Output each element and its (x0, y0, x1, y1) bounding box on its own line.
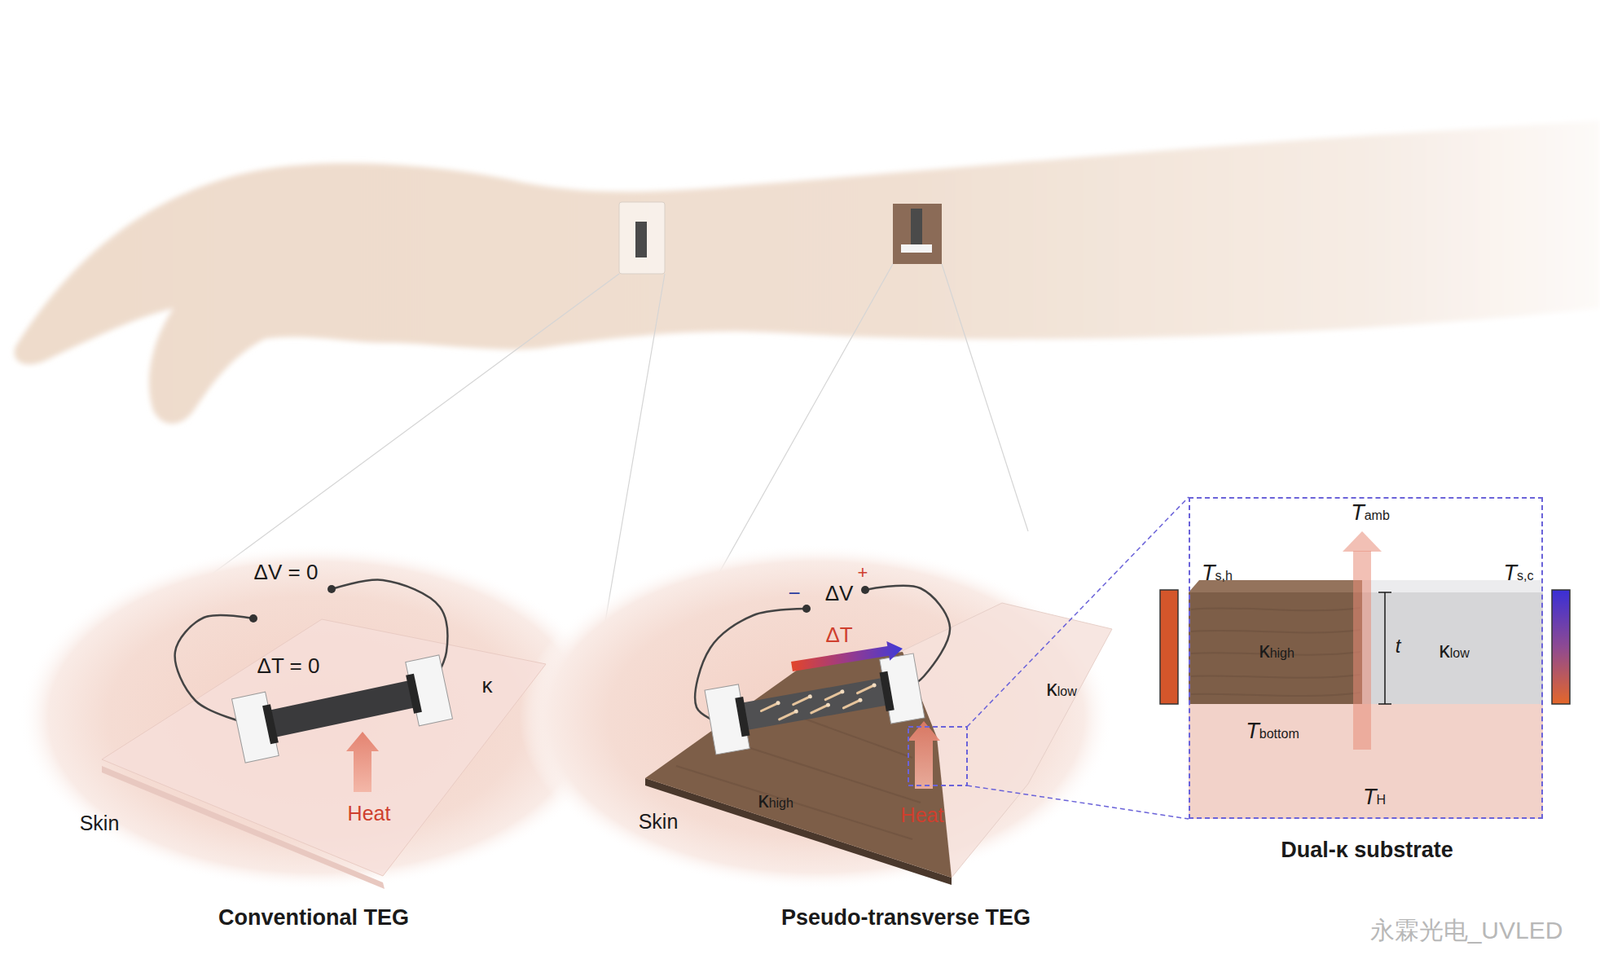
electrode-pad (704, 684, 750, 755)
carrier-mark (807, 694, 813, 699)
thermoelectric-film (735, 676, 893, 731)
temperature-difference-label: ΔT = 0 (257, 654, 321, 679)
polarity-sign: − (787, 581, 800, 607)
heat-label: Heat (347, 801, 392, 826)
carrier-mark (826, 702, 831, 708)
polarity-sign: + (857, 562, 869, 583)
uniform-k-substrate (101, 619, 546, 876)
cold-side-bar (1551, 589, 1570, 704)
high-k-block: κhigh (1190, 593, 1364, 706)
teg-device (704, 653, 925, 755)
heat-label: Heat (901, 803, 945, 827)
patch-device (910, 208, 923, 245)
patch-device (635, 221, 647, 258)
heat-arrow (907, 720, 941, 789)
wood-grain (1191, 674, 1361, 678)
high-k-block-fill (1188, 592, 1363, 704)
carrier-mark (871, 682, 877, 688)
zoom-line (967, 785, 1189, 819)
wood-grain (1191, 692, 1361, 696)
conventional-patch (619, 202, 665, 274)
forearm-silhouette (14, 120, 1600, 424)
terminal-dot (861, 585, 870, 594)
carrier-mark (839, 689, 845, 695)
conductivity-label: κhigh (1258, 637, 1295, 664)
carrier-mark (778, 711, 798, 720)
thickness-bracket (1384, 592, 1386, 704)
carrier-mark (824, 691, 844, 700)
thickness-label: t (1395, 634, 1402, 658)
carrier-mark (760, 703, 779, 712)
conductivity-label: κhigh (757, 787, 794, 814)
panel-caption: Pseudo-transverse TEG (781, 905, 1031, 931)
heat-arrow (346, 731, 379, 792)
electrode-pad (232, 691, 280, 763)
temperature-label: Tamb (1350, 500, 1390, 526)
hot-side-bar (1160, 589, 1179, 704)
thermoelectric-film (263, 679, 422, 739)
skin-region-box: TbottomTH (1190, 705, 1545, 821)
wood-grain (1191, 629, 1361, 633)
zoom-line (967, 496, 1189, 727)
carrier-mark (856, 685, 875, 694)
contact-bar (262, 703, 279, 744)
carrier-mark (842, 699, 862, 708)
carrier-mark (810, 704, 830, 713)
carrier-mark (792, 696, 812, 705)
skin-label: Skin (79, 811, 120, 836)
conductivity-label: κlow (1046, 676, 1077, 702)
carrier-mark (857, 697, 863, 703)
terminal-dot (327, 584, 336, 594)
carrier-mark (793, 708, 799, 714)
inset-frame: Dual-κ substrateκhighκlowTbottomTH (1188, 496, 1543, 819)
conductivity-label: κ (482, 673, 493, 699)
carrier-mark (775, 700, 781, 706)
skin-region (518, 544, 1114, 890)
temperature-label: Tbottom (1245, 718, 1299, 744)
zoom-box (908, 726, 968, 786)
contact-bar (734, 696, 750, 737)
high-k-substrate (645, 651, 952, 878)
skin-label: Skin (638, 809, 679, 834)
electrode-pad (405, 654, 453, 726)
temperature-label: Ts,c (1503, 560, 1535, 586)
contact-bar (405, 673, 422, 714)
wood-grain (1191, 607, 1361, 611)
terminal-dot (249, 614, 258, 623)
contact-bar (879, 671, 895, 712)
heat-flow-arrow (1342, 531, 1382, 552)
wood-grain (676, 765, 913, 840)
heat-flow-arrow (1353, 550, 1372, 750)
temperature-label: Ts,h (1201, 560, 1233, 586)
voltage-label: ΔV (825, 581, 854, 607)
thickness-bracket (1378, 703, 1392, 705)
panel-caption: Conventional TEG (218, 905, 409, 931)
electrode-pad (879, 653, 925, 724)
teg-device (232, 654, 453, 763)
low-k-block: κlow (1363, 593, 1545, 706)
voltage-label: ΔV = 0 (254, 560, 319, 585)
temperature-difference-label: ΔT (825, 623, 853, 648)
watermark: 永霖光电_UVLED (1370, 916, 1564, 946)
terminal-dot (802, 604, 811, 613)
pseudo-transverse-patch (892, 203, 942, 264)
patch-electrode (901, 244, 932, 253)
low-k-block-fill (1362, 592, 1543, 704)
inset-title: Dual-κ substrate (1280, 837, 1454, 863)
conductivity-label: κlow (1438, 637, 1470, 664)
thickness-bracket (1378, 591, 1392, 594)
temperature-label: TH (1362, 784, 1386, 810)
arm-group (14, 120, 1600, 424)
zoom-leader-line (941, 263, 1029, 532)
